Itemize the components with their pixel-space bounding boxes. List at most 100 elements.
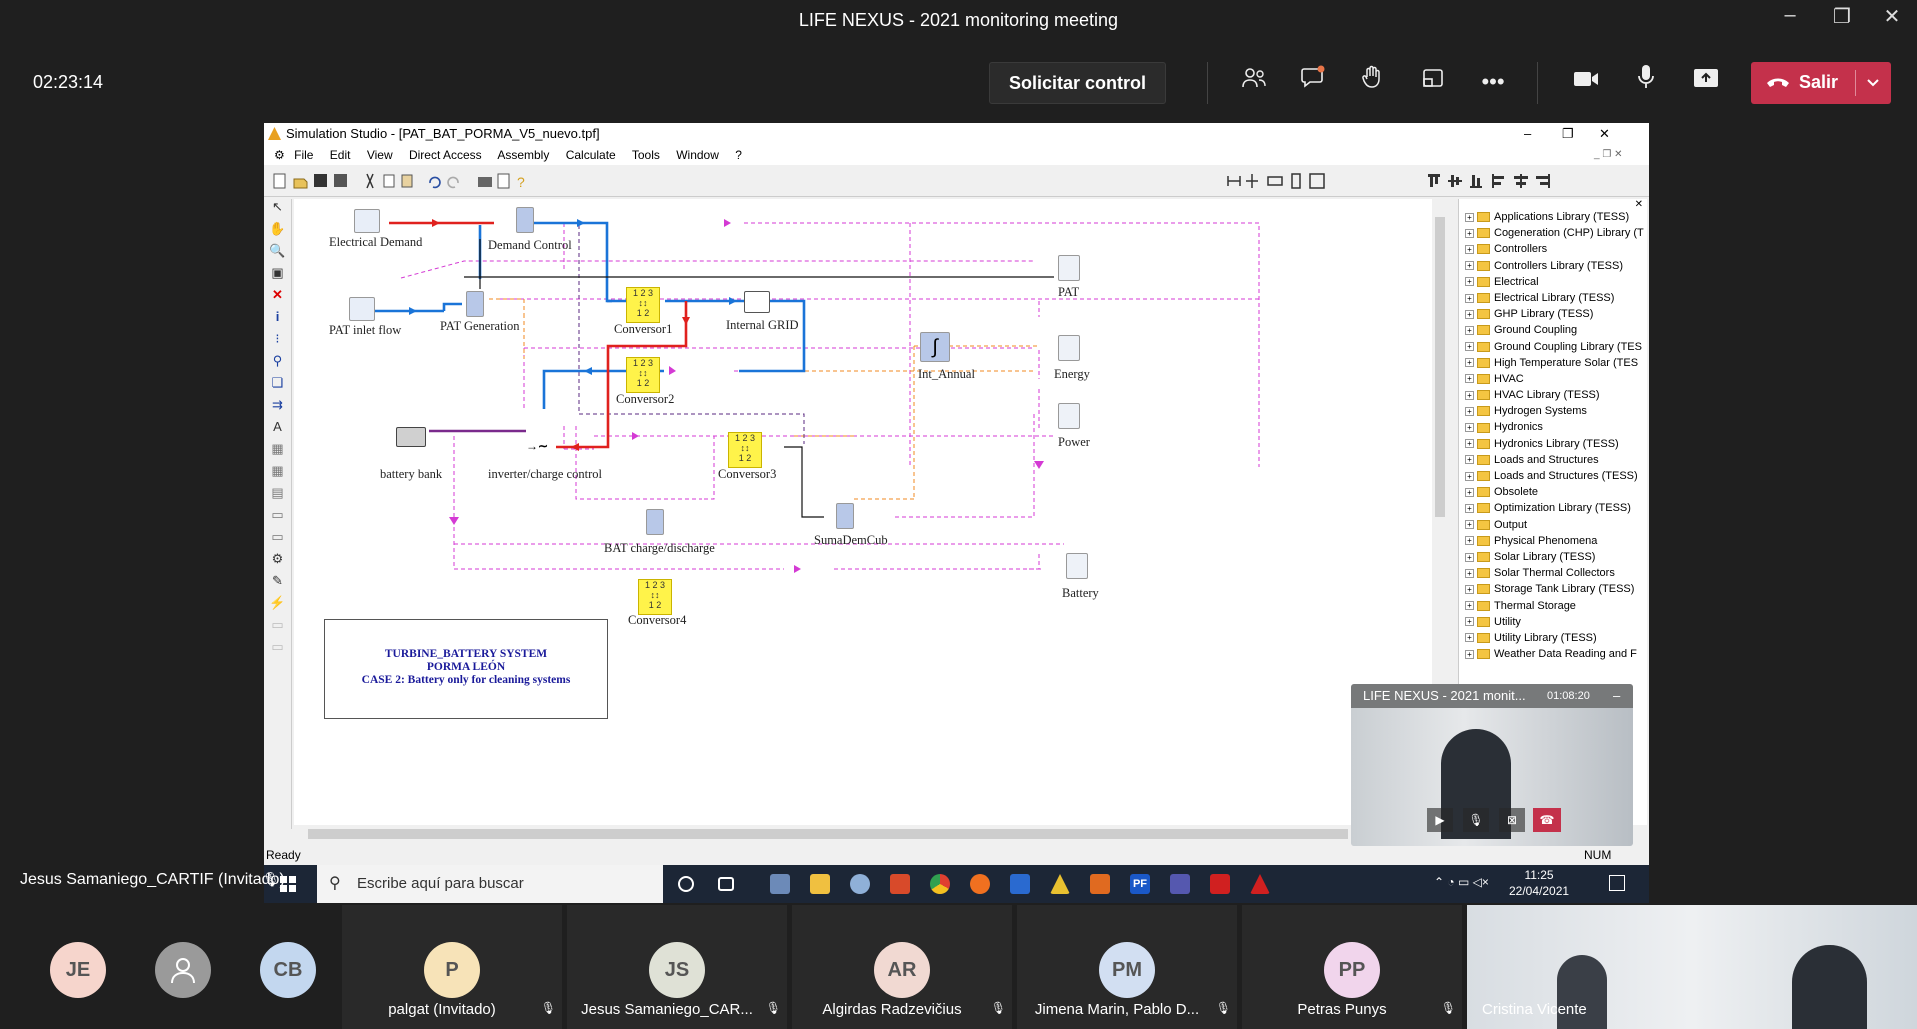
run-tool-icon[interactable]: ⚡ [269,595,286,610]
chrome-icon[interactable] [930,874,950,894]
expand-icon[interactable]: + [1465,520,1474,530]
menu-direct-access[interactable]: Direct Access [408,148,482,162]
cortana-icon[interactable] [678,876,694,892]
restore-window-button[interactable]: ❐ [1833,6,1851,28]
text-tool-icon[interactable]: A [273,419,282,434]
vertical-scroll-thumb[interactable] [1435,217,1445,517]
pen-tool-icon[interactable]: ✎ [272,573,283,588]
library-item[interactable]: +Controllers Library (TESS) [1459,258,1647,274]
menu-tools[interactable]: Tools [631,148,660,162]
camera-icon[interactable] [1566,64,1606,100]
library-item[interactable]: +Storage Tank Library (TESS) [1459,581,1647,597]
grid-tool-icon[interactable]: ▦ [271,441,284,456]
expand-icon[interactable]: + [1465,374,1474,384]
expand-icon[interactable]: + [1465,277,1474,287]
app-icon[interactable] [890,874,910,894]
app-minimize-button[interactable]: – [1524,126,1532,141]
demand-control-block[interactable] [516,207,534,233]
expand-icon[interactable]: + [1465,244,1474,254]
expand-icon[interactable]: + [1465,568,1474,578]
menu-view[interactable]: View [366,148,393,162]
task-view-icon[interactable] [718,877,734,891]
menu-help[interactable]: ? [735,148,742,162]
page-tool-icon[interactable]: ▤ [271,485,284,500]
library-item[interactable]: +High Temperature Solar (TES [1459,355,1647,371]
outlook-icon[interactable] [1010,874,1030,894]
minimize-window-button[interactable]: – [1784,4,1796,26]
expand-icon[interactable]: + [1465,212,1474,222]
pip-mic-icon[interactable]: 🎙 [1463,808,1489,832]
taskbar-search-input[interactable]: ⚲ Escribe aquí para buscar [317,865,663,903]
taskbar-clock[interactable]: 11:25 22/04/2021 [1509,867,1569,899]
expand-icon[interactable]: + [1465,293,1474,303]
pat-output-block[interactable] [1058,255,1080,281]
mic-icon[interactable] [1626,64,1666,100]
route-tool-icon[interactable]: ⇉ [272,397,283,412]
library-item[interactable]: +Weather Data Reading and F [1459,646,1647,662]
toolbar-icons[interactable]: ? [272,171,552,191]
copy-tool-icon[interactable]: ❏ [271,375,284,390]
pip-share-icon[interactable]: ⊠ [1499,808,1525,832]
canvas-horizontal-scrollbar[interactable] [294,826,1432,842]
library-item[interactable]: +Hydrogen Systems [1459,403,1647,419]
library-item[interactable]: +Solar Thermal Collectors [1459,565,1647,581]
macro-tool-icon[interactable]: ▭ [271,529,284,544]
library-item[interactable]: +Applications Library (TESS) [1459,209,1647,225]
expand-icon[interactable]: + [1465,261,1474,271]
meeting-pip-window[interactable]: LIFE NEXUS - 2021 monit... 01:08:20 – ▶ … [1351,684,1633,846]
expand-icon[interactable]: + [1465,552,1474,562]
expand-icon[interactable]: + [1465,439,1474,449]
app-close-button[interactable]: ✕ [1599,126,1610,141]
hand-tool-icon[interactable]: ✋ [269,221,286,236]
pip-camera-icon[interactable]: ▶ [1427,808,1453,832]
conversor3-block[interactable]: 1 2 3↕↕1 2 [728,432,762,468]
library-item[interactable]: +Electrical Library (TESS) [1459,290,1647,306]
leave-button[interactable]: Salir [1751,62,1891,104]
pf-app-icon[interactable]: PF [1130,874,1150,894]
reactions-icon[interactable] [1353,64,1393,100]
pat-generation-block[interactable] [466,291,484,317]
participant-tile[interactable]: JE [33,905,123,1029]
library-item[interactable]: +Electrical [1459,274,1647,290]
expand-icon[interactable]: + [1465,228,1474,238]
conversor2-block[interactable]: 1 2 3↕↕1 2 [626,357,660,393]
zoom-area-tool-icon[interactable]: ▣ [271,265,284,280]
expand-icon[interactable]: + [1465,633,1474,643]
menu-app-icon[interactable]: ⚙ [274,148,285,162]
system-tray-icons[interactable]: ⌃ ◔ ▭ ◁× [1434,875,1489,889]
pip-hangup-icon[interactable]: ☎ [1533,808,1561,832]
battery-bank-block[interactable] [396,427,426,447]
library-item[interactable]: +Hydronics [1459,419,1647,435]
share-tray-icon[interactable] [1413,64,1453,100]
library-item[interactable]: +Loads and Structures [1459,452,1647,468]
library-item[interactable]: +Utility [1459,614,1647,630]
trnsys-icon[interactable] [1050,874,1070,894]
expand-icon[interactable]: + [1465,390,1474,400]
library-item[interactable]: +Controllers [1459,241,1647,257]
app-icon[interactable] [1250,874,1270,894]
diagram-canvas[interactable]: Electrical Demand Demand Control PAT inl… [294,199,1446,825]
conversor1-block[interactable]: 1 2 3↕↕1 2 [626,287,660,323]
library-item[interactable]: +Optimization Library (TESS) [1459,500,1647,516]
conversor4-block[interactable]: 1 2 3↕↕1 2 [638,579,672,615]
library-item[interactable]: +Obsolete [1459,484,1647,500]
file-explorer-icon[interactable] [810,874,830,894]
diagram-note-box[interactable]: TURBINE_BATTERY SYSTEM PORMA LEÓN CASE 2… [324,619,608,719]
internal-grid-block[interactable] [744,291,770,313]
library-item[interactable]: +HVAC Library (TESS) [1459,387,1647,403]
expand-icon[interactable]: + [1465,536,1474,546]
firefox-icon[interactable] [970,874,990,894]
matlab-icon[interactable] [1090,874,1110,894]
expand-icon[interactable]: + [1465,649,1474,659]
menu-edit[interactable]: Edit [329,148,351,162]
expand-icon[interactable]: + [1465,617,1474,627]
power-output-block[interactable] [1058,403,1080,429]
expand-icon[interactable]: + [1465,455,1474,465]
menu-calculate[interactable]: Calculate [565,148,616,162]
canvas-vertical-scrollbar[interactable] [1432,199,1448,825]
acrobat-icon[interactable] [1210,874,1230,894]
